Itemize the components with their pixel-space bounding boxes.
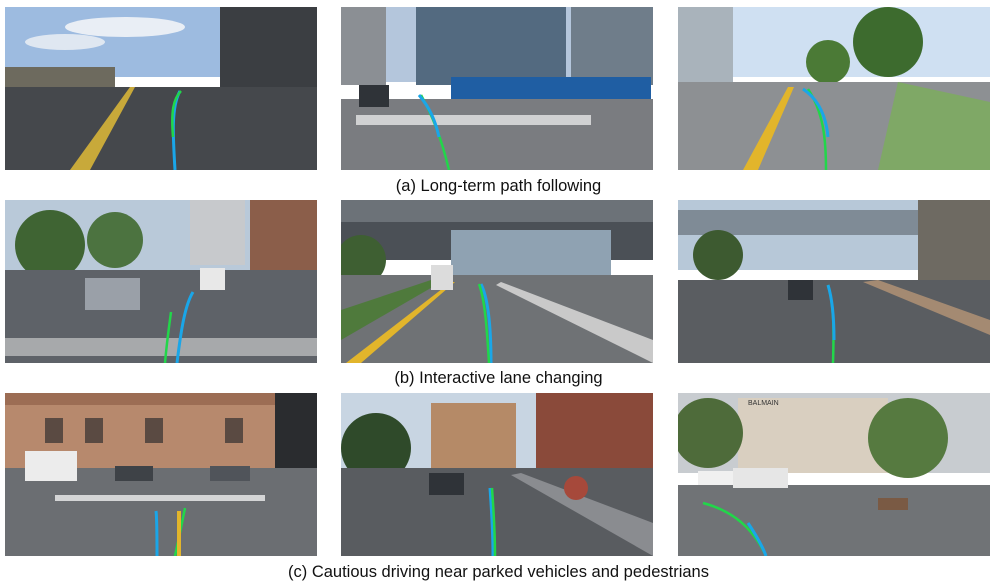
scene-a1 (5, 7, 317, 170)
scene-b1 (5, 200, 317, 363)
scene-b3 (678, 200, 990, 363)
caption-b: (b) Interactive lane changing (394, 369, 603, 387)
caption-a: (a) Long-term path following (395, 177, 602, 195)
scene-a2 (341, 7, 653, 170)
scene-c1 (5, 393, 317, 556)
scene-a3 (678, 7, 990, 170)
scene-c2 (341, 393, 653, 556)
scene-c3: BALMAIN (678, 393, 990, 556)
storefront-sign: BALMAIN (748, 400, 779, 407)
scene-b2 (341, 200, 653, 363)
caption-c: (c) Cautious driving near parked vehicle… (288, 563, 709, 581)
